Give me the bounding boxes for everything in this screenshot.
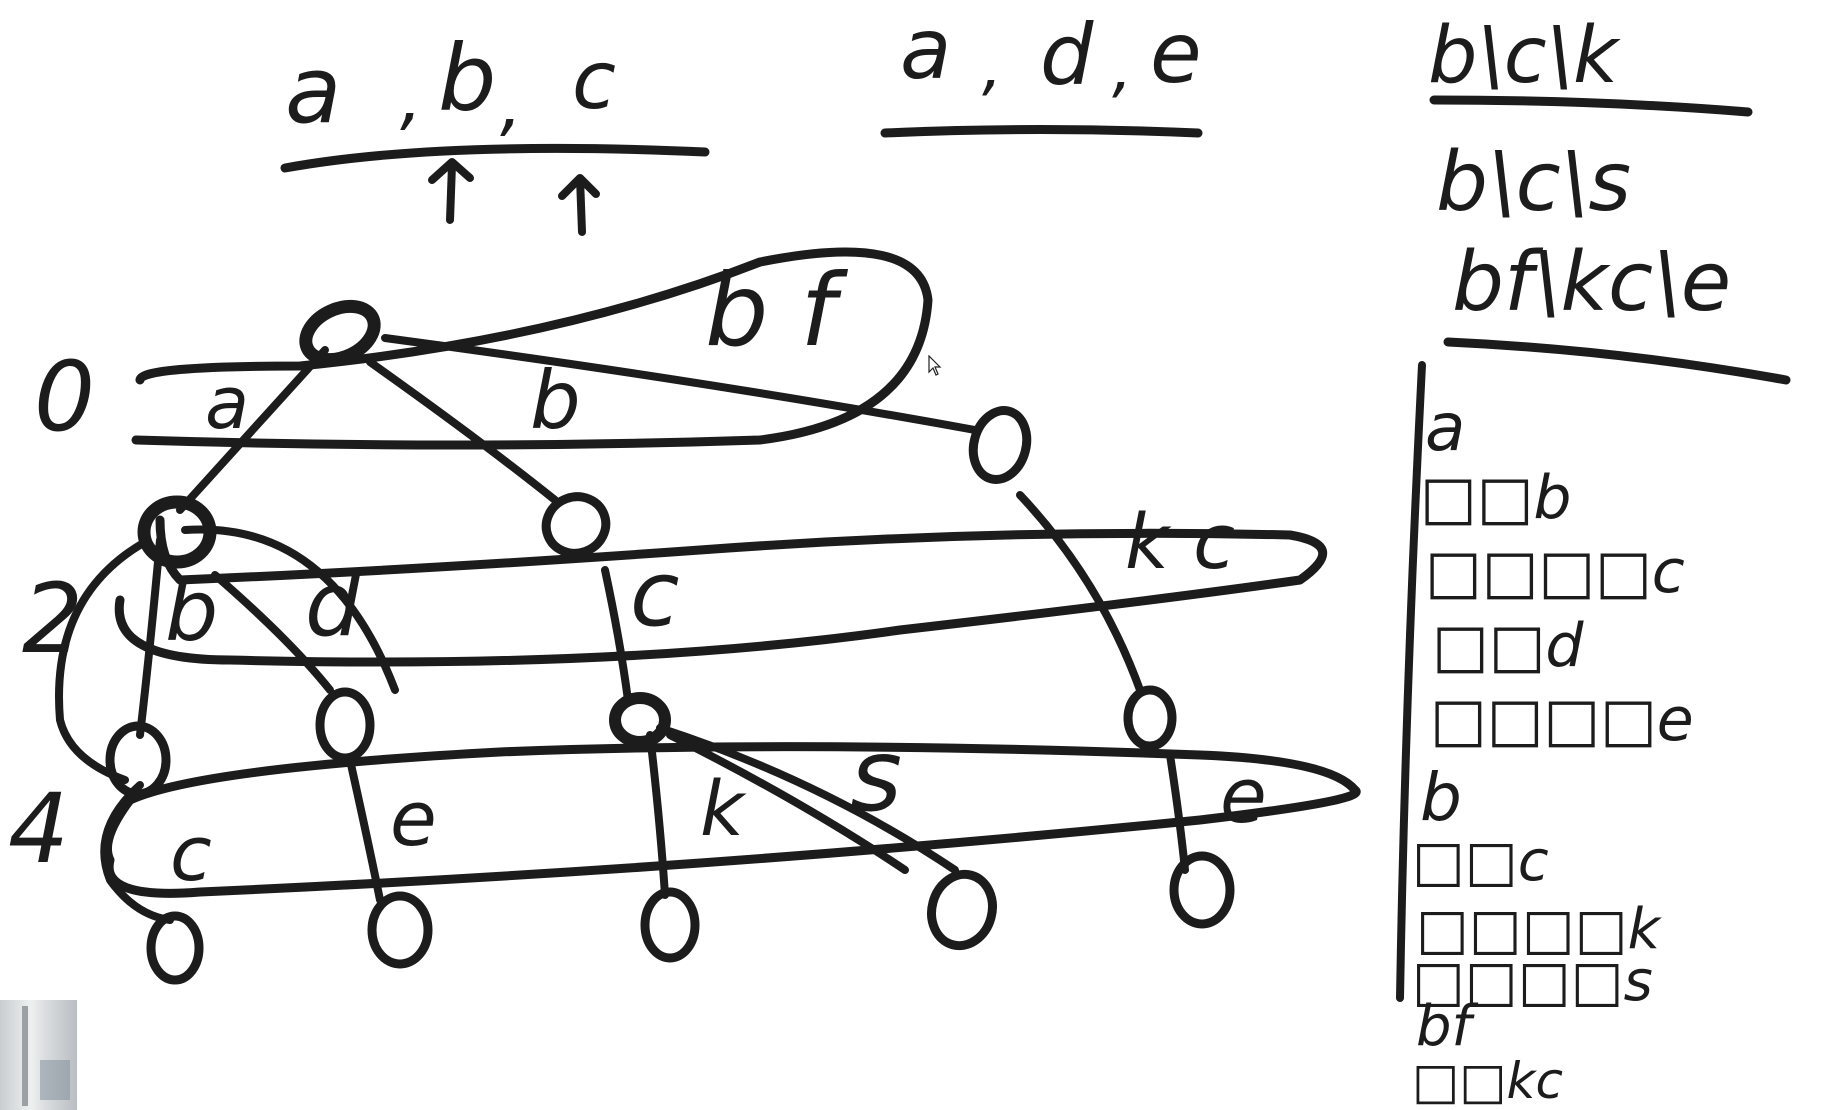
node-n12 bbox=[1169, 851, 1235, 929]
node-n5 bbox=[315, 687, 375, 763]
edge-n1-n5-outer bbox=[181, 525, 399, 694]
node-n4 bbox=[105, 721, 171, 799]
note-line-3: bf\kc\e bbox=[1452, 235, 1731, 330]
edge-n1-n5 bbox=[211, 571, 334, 694]
level-labels: 0 2 4 bbox=[8, 341, 95, 885]
label-e-right: e bbox=[1220, 751, 1267, 840]
edge-n6-n10 bbox=[646, 731, 669, 899]
sequence-abc: a , b , c bbox=[280, 25, 710, 236]
label-a: a bbox=[205, 361, 249, 445]
loop-level-2 bbox=[114, 515, 1327, 667]
arrow-up-1 bbox=[428, 158, 474, 224]
edge-root-n3 bbox=[381, 334, 979, 434]
note-underline-2 bbox=[1443, 337, 1791, 385]
edge-root-n1 bbox=[176, 346, 329, 514]
listing-item-9: □□□□s bbox=[1412, 949, 1653, 1014]
listing-item-5: □□□□e bbox=[1430, 685, 1694, 755]
seq1-underline bbox=[280, 143, 710, 173]
listing-item-11: □□kc bbox=[1412, 1052, 1563, 1110]
edge-n2-n6 bbox=[601, 566, 632, 704]
seq1-c: c bbox=[572, 34, 616, 127]
seq2-a: a bbox=[900, 0, 951, 98]
sequence-ade: a , d , e bbox=[880, 0, 1203, 138]
tree-edges bbox=[55, 334, 1189, 924]
listing-item-6: b bbox=[1420, 759, 1462, 836]
label-e-low: e bbox=[390, 774, 437, 863]
label-b-mid: b bbox=[165, 562, 218, 660]
edge-n3-n7 bbox=[1016, 491, 1144, 694]
level-0: 0 bbox=[34, 341, 95, 453]
seq2-d: d bbox=[1040, 6, 1094, 104]
right-top-notes: b\c\k b\c\s bf\kc\e bbox=[1428, 11, 1791, 385]
listing-item-3: □□□□c bbox=[1425, 537, 1685, 607]
label-k-low: k bbox=[700, 764, 747, 853]
listing-vertical-line bbox=[1396, 361, 1426, 1002]
edge-n7-n12 bbox=[1166, 751, 1189, 874]
label-d: d bbox=[305, 553, 362, 656]
tree-nodes bbox=[105, 299, 1235, 985]
label-bf: b f bbox=[705, 252, 848, 369]
seq1-b: b bbox=[438, 25, 496, 132]
level-loops bbox=[103, 247, 1361, 898]
edge-n5-n9 bbox=[346, 756, 384, 904]
tree-labels: a b b f k c b d c c e k s e bbox=[165, 252, 1267, 898]
node-n7 bbox=[1123, 685, 1177, 751]
node-n9 bbox=[367, 891, 433, 969]
mouse-pointer-icon bbox=[928, 355, 942, 376]
listing-item-2: □□b bbox=[1420, 463, 1571, 533]
edge-root-n2 bbox=[366, 358, 559, 504]
label-b-top: b bbox=[530, 354, 581, 447]
node-root bbox=[299, 299, 381, 367]
edge-n6-n11-b bbox=[656, 724, 959, 874]
seq1-comma-2: , bbox=[500, 63, 522, 145]
node-n2 bbox=[541, 492, 611, 558]
seq2-comma-1: , bbox=[982, 30, 1002, 104]
edge-n6-n11 bbox=[666, 731, 909, 874]
level-4: 4 bbox=[8, 773, 69, 885]
listing-item-8: □□□□k bbox=[1416, 897, 1663, 962]
node-n8 bbox=[146, 911, 204, 985]
seq1-a: a bbox=[285, 37, 341, 144]
edge-n1-n4-curve bbox=[55, 541, 144, 784]
edge-n4-n8 bbox=[100, 781, 174, 924]
node-n6 bbox=[609, 692, 671, 748]
label-s-low: s bbox=[850, 717, 902, 834]
seq2-e: e bbox=[1150, 4, 1202, 102]
listing-item-1: a bbox=[1425, 389, 1465, 466]
node-n3 bbox=[968, 406, 1032, 484]
right-listing: a □□b □□□□c □□d □□□□e b □□c □□□□k □□□□s … bbox=[1396, 361, 1694, 1110]
webcam-door-frame bbox=[22, 1006, 28, 1106]
loop-level-4 bbox=[103, 742, 1361, 898]
note-underline-1 bbox=[1429, 95, 1753, 117]
webcam-thumbnail bbox=[0, 1000, 77, 1110]
node-n11 bbox=[927, 869, 997, 951]
label-kc: k c bbox=[1125, 497, 1235, 586]
node-n10 bbox=[640, 887, 700, 963]
note-line-2: b\c\s bbox=[1436, 135, 1631, 230]
seq1-comma-1: , bbox=[400, 57, 422, 139]
arrow-up-2 bbox=[558, 174, 600, 236]
loop-level-0 bbox=[131, 247, 933, 450]
listing-item-10: bf bbox=[1416, 994, 1479, 1059]
label-c-low: c bbox=[170, 809, 212, 898]
edge-n1-n4 bbox=[136, 536, 164, 739]
webcam-background-object bbox=[40, 1060, 70, 1100]
note-line-1: b\c\k bbox=[1428, 11, 1621, 101]
node-n1 bbox=[137, 495, 217, 569]
label-c-mid: c bbox=[630, 542, 679, 647]
seq2-underline bbox=[880, 125, 1203, 138]
listing-item-4: □□d bbox=[1432, 611, 1584, 681]
listing-item-7: □□c bbox=[1412, 829, 1549, 894]
seq2-comma-2: , bbox=[1112, 32, 1132, 106]
